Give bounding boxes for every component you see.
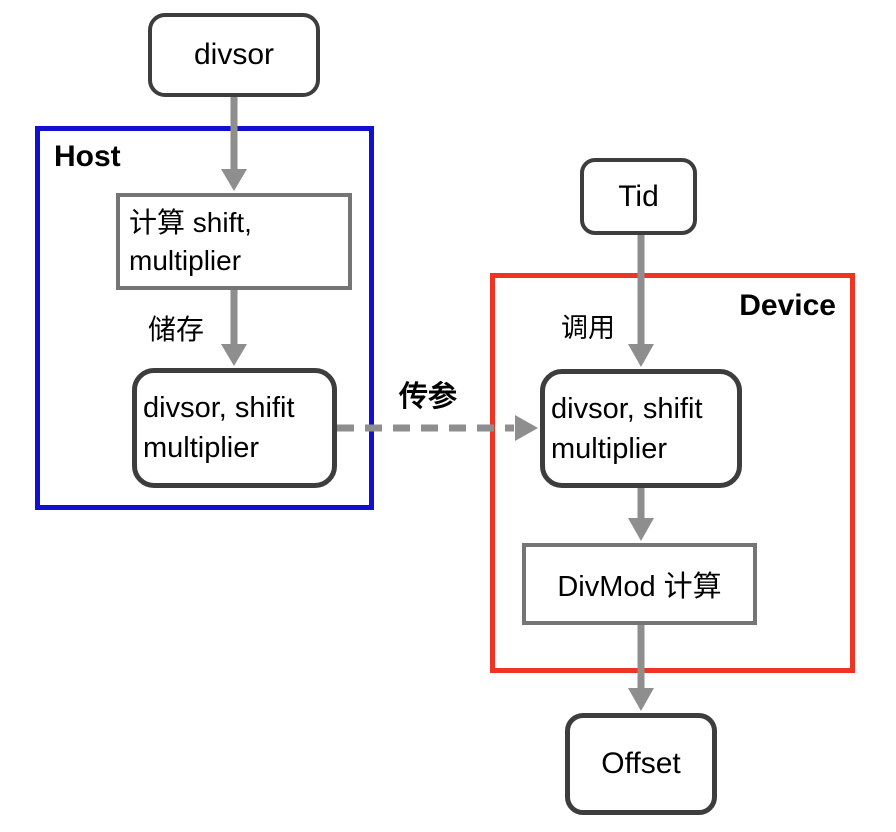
node-host-params-text: divsor, shifit multiplier <box>143 388 295 468</box>
node-offset-label: Offset <box>601 747 681 780</box>
node-device-params-line1: divsor, shifit <box>551 392 703 425</box>
arrow-device-params-to-divmod <box>628 488 654 541</box>
edge-label-pass-params: 传参 <box>399 381 458 413</box>
node-divmod: DivMod 计算 <box>522 543 757 625</box>
device-container-label: Device <box>739 289 836 322</box>
node-calc-shift-multiplier: 计算 shift, multiplier <box>116 193 352 290</box>
node-device-params-line2: multiplier <box>551 432 668 465</box>
node-divmod-label: DivMod 计算 <box>557 571 722 603</box>
arrow-divmod-to-offset <box>628 625 654 711</box>
node-divsor-label: divsor <box>193 38 275 71</box>
node-tid-label: Tid <box>618 179 659 213</box>
node-tid: Tid <box>580 158 697 235</box>
node-device-params-text: divsor, shifit multiplier <box>551 389 703 469</box>
node-divsor: divsor <box>148 13 320 97</box>
device-container-box: Device <box>490 273 855 673</box>
host-container-label: Host <box>54 140 121 173</box>
node-host-params-line1: divsor, shifit <box>143 392 295 424</box>
node-offset: Offset <box>565 713 717 815</box>
node-calc-line1: 计算 shift, <box>129 206 252 238</box>
edge-label-invoke: 调用 <box>561 313 615 343</box>
arrow-pass-params-dashed <box>337 415 538 441</box>
node-host-params: divsor, shifit multiplier <box>132 368 337 488</box>
arrow-calc-to-host-params <box>221 290 247 366</box>
node-host-params-line2: multiplier <box>143 432 260 464</box>
node-device-params: divsor, shifit multiplier <box>540 369 742 488</box>
arrow-divsor-to-calc <box>221 97 247 191</box>
node-calc-text: 计算 shift, multiplier <box>129 204 252 280</box>
node-calc-line2: multiplier <box>129 244 242 276</box>
edge-label-store: 储存 <box>148 314 205 345</box>
arrow-tid-to-device-params <box>628 235 654 367</box>
host-container-box: Host <box>35 126 374 510</box>
